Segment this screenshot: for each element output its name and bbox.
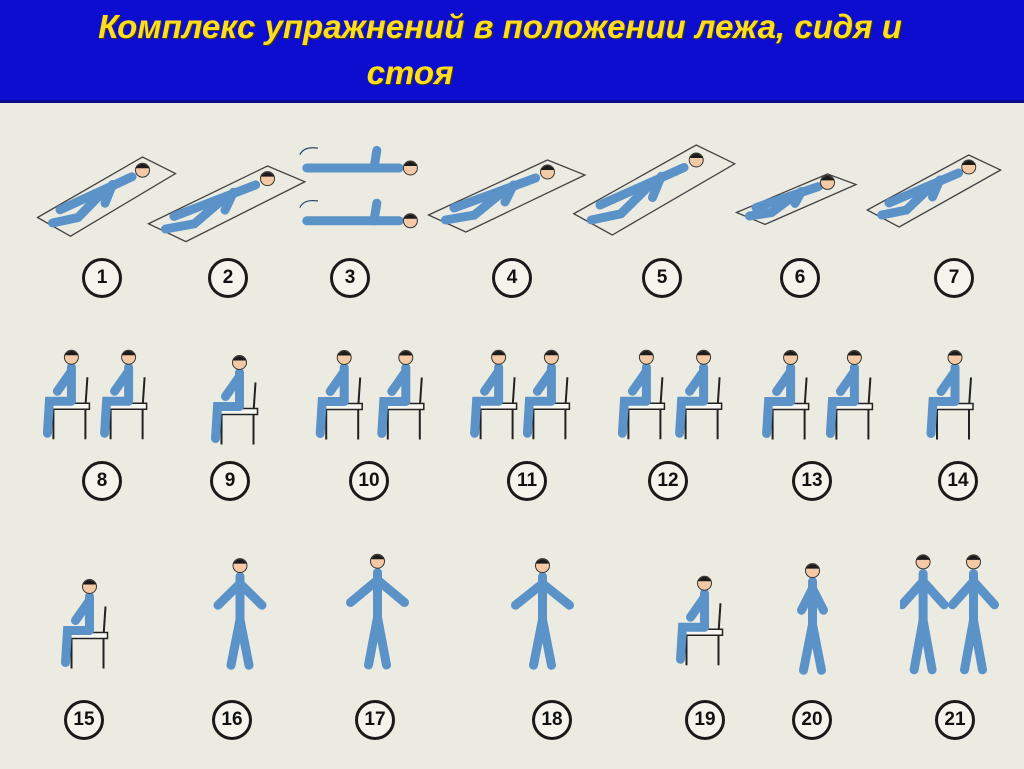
exercise-illustration-1 — [30, 135, 180, 245]
exercise-number-5: 5 — [642, 258, 682, 298]
exercise-illustration-8 — [35, 330, 165, 445]
title-banner: Комплекс упражнений в положении лежа, си… — [0, 0, 1024, 103]
exercise-number-13: 13 — [792, 461, 832, 501]
exercise-number-19: 19 — [685, 700, 725, 740]
exercise-illustration-17 — [310, 545, 445, 670]
exercise-illustration-15 — [40, 545, 130, 675]
exercise-number-18: 18 — [532, 700, 572, 740]
exercise-illustration-4 — [420, 140, 590, 240]
exercise-illustration-19 — [655, 575, 745, 670]
exercise-illustration-7 — [860, 135, 1005, 235]
exercise-number-14: 14 — [938, 461, 978, 501]
exercise-number-12: 12 — [648, 461, 688, 501]
exercise-illustration-6 — [730, 160, 860, 230]
exercise-number-9: 9 — [210, 461, 250, 501]
exercise-illustration-3 — [290, 135, 430, 245]
exercise-illustration-18 — [475, 550, 610, 670]
exercise-illustration-12 — [610, 330, 740, 445]
exercise-number-4: 4 — [492, 258, 532, 298]
exercise-illustration-20 — [785, 555, 840, 675]
exercise-number-6: 6 — [780, 258, 820, 298]
exercise-number-2: 2 — [208, 258, 248, 298]
exercise-number-21: 21 — [935, 700, 975, 740]
exercise-illustration-9 — [190, 340, 280, 450]
exercise-number-15: 15 — [64, 700, 104, 740]
exercise-illustration-21 — [900, 545, 1005, 675]
exercise-number-1: 1 — [82, 258, 122, 298]
exercise-number-16: 16 — [212, 700, 252, 740]
title-line-1: Комплекс упражнений в положении лежа, си… — [98, 8, 902, 45]
exercise-illustration-10 — [305, 335, 445, 445]
exercise-number-17: 17 — [355, 700, 395, 740]
exercise-illustration-2 — [140, 145, 310, 250]
exercise-illustration-13 — [750, 335, 895, 445]
page-title: Комплекс упражнений в положении лежа, си… — [0, 4, 1000, 96]
exercise-illustration-11 — [465, 330, 585, 445]
exercise-number-10: 10 — [349, 461, 389, 501]
exercise-number-11: 11 — [507, 461, 547, 501]
exercise-illustration-16 — [185, 550, 295, 670]
exercise-number-7: 7 — [934, 258, 974, 298]
exercise-number-8: 8 — [82, 461, 122, 501]
exercise-number-20: 20 — [792, 700, 832, 740]
exercise-number-3: 3 — [330, 258, 370, 298]
exercise-illustration-14 — [900, 335, 1000, 445]
title-line-2: стоя — [366, 54, 454, 91]
exercise-illustration-5 — [565, 120, 740, 245]
